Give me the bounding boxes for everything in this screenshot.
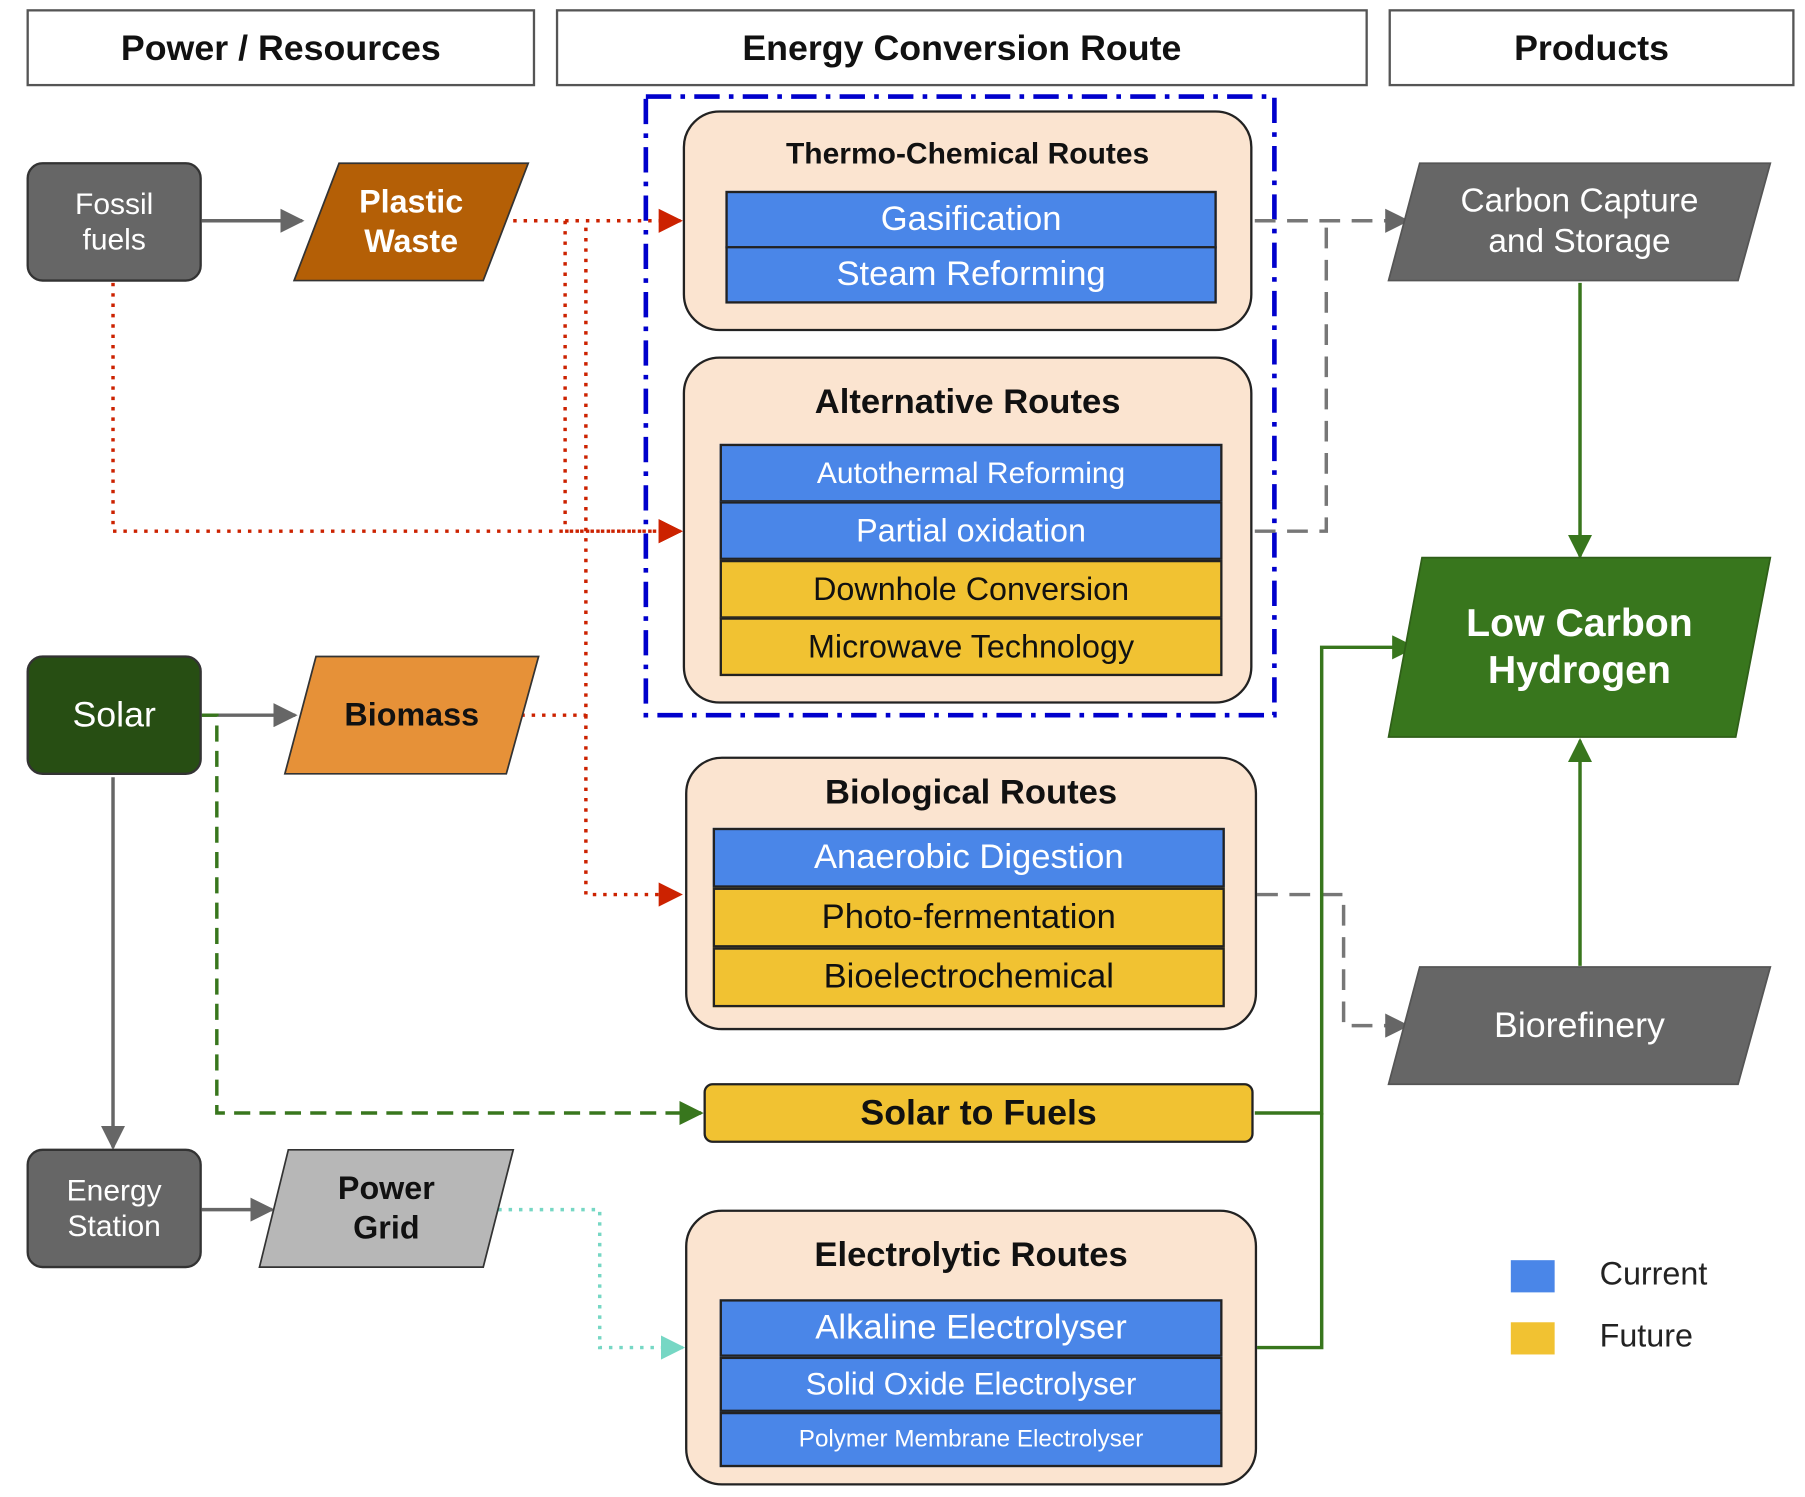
node-solar: Solar (26, 655, 202, 775)
group-title: Electrolytic Routes (814, 1236, 1128, 1274)
node-biorefinery: Biorefinery (1387, 966, 1772, 1086)
route-anaerobic-digestion: Anaerobic Digestion (712, 827, 1225, 888)
node-low-carbon-hydrogen: Low Carbon Hydrogen (1387, 556, 1772, 739)
group-thermo-chemical-routes: Thermo-Chemical Routes Gasification Stea… (682, 110, 1253, 332)
route-solar-to-fuels: Solar to Fuels (703, 1083, 1254, 1143)
group-biological-routes: Biological Routes Anaerobic Digestion Ph… (685, 756, 1258, 1031)
node-energy-station: Energy Station (26, 1148, 202, 1269)
route-microwave-technology: Microwave Technology (719, 617, 1223, 677)
route-alkaline-electrolyser: Alkaline Electrolyser (719, 1299, 1223, 1357)
group-title: Biological Routes (824, 773, 1118, 812)
link-biomass-to-biological (584, 715, 683, 907)
link-electrolytic-to-hydrogen (1257, 1113, 1324, 1350)
group-title: Thermo-Chemical Routes (785, 135, 1150, 171)
header-resources: Power / Resources (26, 9, 536, 87)
node-biomass: Biomass (283, 655, 540, 775)
route-downhole-conversion: Downhole Conversion (719, 559, 1223, 619)
parallelogram-shape (292, 162, 530, 282)
legend-label-current: Current (1599, 1255, 1708, 1292)
node-carbon-capture-storage: Carbon Capture and Storage (1387, 162, 1772, 282)
node-power-grid: Power Grid (258, 1148, 515, 1269)
route-partial-oxidation: Partial oxidation (719, 501, 1223, 560)
link-biological-to-biorefinery (1257, 892, 1410, 1038)
group-title: Alternative Routes (814, 382, 1121, 421)
header-products: Products (1388, 9, 1795, 87)
link-solar-to-solarfuels (201, 713, 704, 1126)
group-electrolytic-routes: Electrolytic Routes Alkaline Electrolyse… (685, 1209, 1258, 1486)
link-plastic-to-alternative (563, 220, 683, 544)
node-plastic-waste: Plastic Waste (292, 162, 530, 282)
parallelogram-shape (1387, 162, 1772, 282)
link-alternative-to-ccs (1254, 220, 1329, 533)
highlight-group-border (643, 94, 1277, 718)
header-conversion: Energy Conversion Route (555, 9, 1368, 87)
route-steam-reforming: Steam Reforming (725, 246, 1217, 304)
legend-label-future: Future (1599, 1317, 1693, 1354)
parallelogram-shape (283, 655, 540, 775)
link-fossil-to-alternative (111, 282, 683, 544)
parallelogram-shape (258, 1148, 515, 1268)
parallelogram-shape (1387, 966, 1772, 1086)
link-solarfuels-to-hydrogen (1254, 635, 1417, 1115)
legend-swatch-future (1510, 1322, 1555, 1355)
link-biomass-to-thermo (521, 220, 588, 717)
legend-swatch-current (1510, 1260, 1555, 1293)
link-grid-to-electrolytic (498, 1207, 686, 1360)
group-alternative-routes: Alternative Routes Autothermal Reforming… (682, 356, 1253, 704)
node-fossil-fuels: Fossil fuels (26, 162, 202, 282)
route-solid-oxide-electrolyser: Solid Oxide Electrolyser (719, 1356, 1223, 1412)
route-gasification: Gasification (725, 190, 1217, 249)
route-bioelectrochemical: Bioelectrochemical (712, 947, 1225, 1008)
route-photo-fermentation: Photo-fermentation (712, 887, 1225, 948)
parallelogram-shape (1387, 556, 1772, 738)
route-autothermal-reforming: Autothermal Reforming (719, 443, 1223, 503)
route-polymer-membrane-electrolyser: Polymer Membrane Electrolyser (719, 1411, 1223, 1468)
